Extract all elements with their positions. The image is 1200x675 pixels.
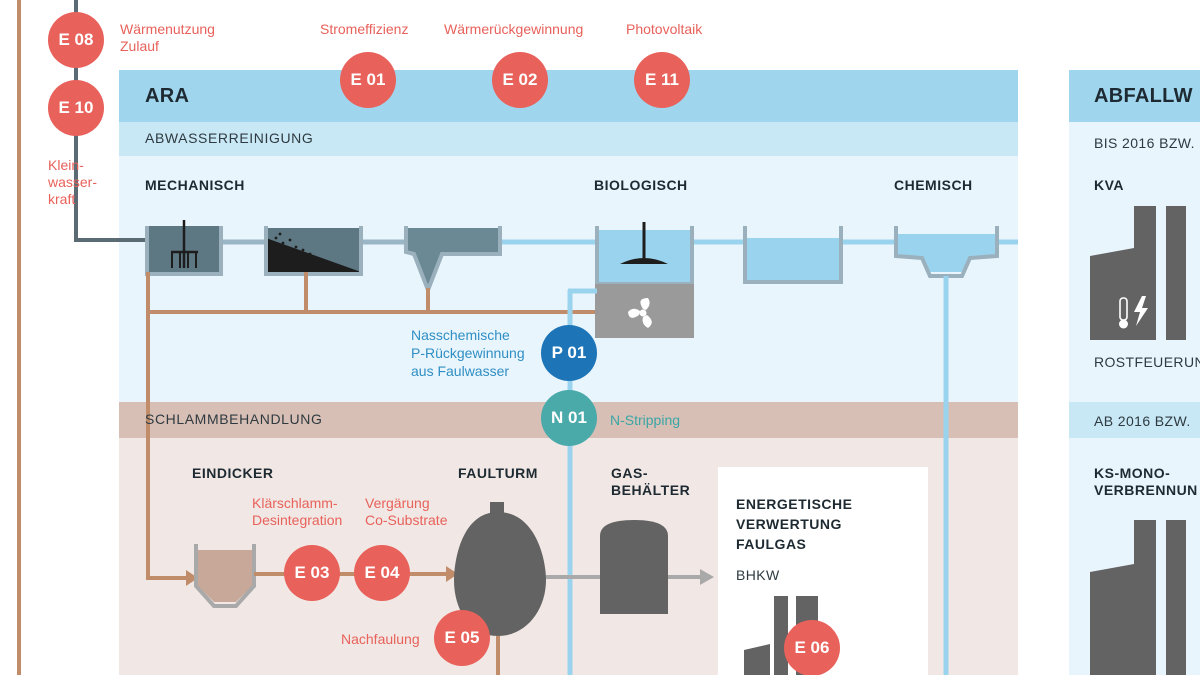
kleinwasserkraft-line3: kraft bbox=[48, 191, 76, 207]
gasbehaelter-heading: GAS- BEHÄLTER bbox=[611, 465, 690, 499]
badge-e11[interactable]: E 11 bbox=[634, 52, 690, 108]
ara-title: ARA bbox=[145, 85, 190, 107]
badge-e08[interactable]: E 08 bbox=[48, 12, 104, 68]
bis2016-label: BIS 2016 BZW. bbox=[1094, 135, 1195, 151]
waermenutzung-line1: Wärmenutzung bbox=[120, 21, 215, 37]
gas-holder bbox=[600, 520, 668, 614]
vergaerung-line2: Co-Substrate bbox=[365, 512, 448, 528]
primary-clarifier bbox=[404, 226, 502, 296]
badge-e06[interactable]: E 06 bbox=[784, 620, 840, 675]
p-rueck-line2: P-Rückgewinnung bbox=[411, 345, 525, 361]
abfall-band-2016 bbox=[1069, 402, 1200, 438]
waermenutzung-label: Wärmenutzung Zulauf bbox=[120, 21, 215, 55]
vergaerung-line1: Vergärung bbox=[365, 495, 430, 511]
chemisch-heading: CHEMISCH bbox=[894, 177, 973, 193]
energetisch-line1: ENERGETISCHE bbox=[736, 496, 853, 512]
stromeffizienz-label: Stromeffizienz bbox=[320, 21, 409, 37]
screen-tank bbox=[145, 220, 223, 276]
klaerschlamm-line1: Klärschlamm- bbox=[252, 495, 338, 511]
badge-p01[interactable]: P 01 bbox=[541, 325, 597, 381]
badge-e05[interactable]: E 05 bbox=[434, 610, 490, 666]
digester-tower bbox=[454, 502, 546, 636]
abwasser-band bbox=[119, 122, 1018, 156]
badge-e02[interactable]: E 02 bbox=[492, 52, 548, 108]
heat-power-icon bbox=[1119, 296, 1148, 329]
kleinwasserkraft-line1: Klein- bbox=[48, 157, 84, 173]
n-stripping-label: N-Stripping bbox=[610, 412, 681, 428]
arrow-bhkw bbox=[700, 569, 714, 585]
ksmono-heading: KS-MONO- VERBRENNUN bbox=[1094, 465, 1198, 499]
eindicker-heading: EINDICKER bbox=[192, 465, 274, 481]
p-rueck-line3: aus Faulwasser bbox=[411, 363, 510, 379]
waermenutzung-line2: Zulauf bbox=[120, 38, 159, 54]
grit-tank bbox=[264, 226, 363, 276]
klaerschlamm-label: Klärschlamm- Desintegration bbox=[252, 495, 342, 529]
arrow-eindicker bbox=[186, 570, 198, 586]
photovoltaik-label: Photovoltaik bbox=[626, 21, 703, 37]
energetisch-line2: VERWERTUNG bbox=[736, 516, 842, 532]
badge-n01[interactable]: N 01 bbox=[541, 390, 597, 446]
kva-heading: KVA bbox=[1094, 177, 1125, 193]
kva-factory bbox=[1090, 206, 1186, 340]
bhkw-label: BHKW bbox=[736, 567, 780, 583]
ab2016-label: AB 2016 BZW. bbox=[1094, 413, 1191, 429]
nachfaulung-label: Nachfaulung bbox=[341, 631, 420, 647]
ksmono-factory bbox=[1090, 520, 1186, 675]
abwasser-heading: ABWASSERREINIGUNG bbox=[145, 130, 314, 146]
energetisch-line3: FAULGAS bbox=[736, 536, 807, 552]
abfall-title: ABFALLW bbox=[1094, 85, 1193, 107]
gasbehaelter-line2: BEHÄLTER bbox=[611, 482, 691, 498]
p-rueck-line1: Nasschemische bbox=[411, 327, 510, 343]
badge-e04[interactable]: E 04 bbox=[354, 545, 410, 601]
waermerueck-label: Wärmerückgewinnung bbox=[444, 21, 584, 37]
kleinwasserkraft-label: Klein- wasser- kraft bbox=[48, 157, 97, 208]
badge-e01[interactable]: E 01 bbox=[340, 52, 396, 108]
vergaerung-label: Vergärung Co-Substrate bbox=[365, 495, 447, 529]
kleinwasserkraft-line2: wasser- bbox=[48, 174, 98, 190]
arrow-faulturm bbox=[446, 566, 458, 582]
klaerschlamm-line2: Desintegration bbox=[252, 512, 343, 528]
energetisch-heading: ENERGETISCHE VERWERTUNG FAULGAS bbox=[736, 494, 852, 554]
rostfeuerung-label: ROSTFEUERUNG bbox=[1094, 354, 1200, 370]
schlamm-heading: SCHLAMMBEHANDLUNG bbox=[145, 411, 323, 427]
mechanisch-heading: MECHANISCH bbox=[145, 177, 245, 193]
ara-header-bar bbox=[119, 70, 1018, 122]
eindicker-tank bbox=[194, 544, 256, 608]
ksmono-line2: VERBRENNUN bbox=[1094, 482, 1198, 498]
p-rueckgewinnung-label: Nasschemische P-Rückgewinnung aus Faulwa… bbox=[411, 326, 525, 380]
biologisch-heading: BIOLOGISCH bbox=[594, 177, 688, 193]
badge-e03[interactable]: E 03 bbox=[284, 545, 340, 601]
secondary-tank bbox=[743, 226, 843, 284]
gasbehaelter-line1: GAS- bbox=[611, 465, 648, 481]
badge-e10[interactable]: E 10 bbox=[48, 80, 104, 136]
fan-icon bbox=[628, 298, 652, 328]
chemical-tank bbox=[894, 226, 999, 278]
ksmono-line1: KS-MONO- bbox=[1094, 465, 1171, 481]
abfall-header-bar bbox=[1069, 70, 1200, 122]
faulturm-heading: FAULTURM bbox=[458, 465, 538, 481]
